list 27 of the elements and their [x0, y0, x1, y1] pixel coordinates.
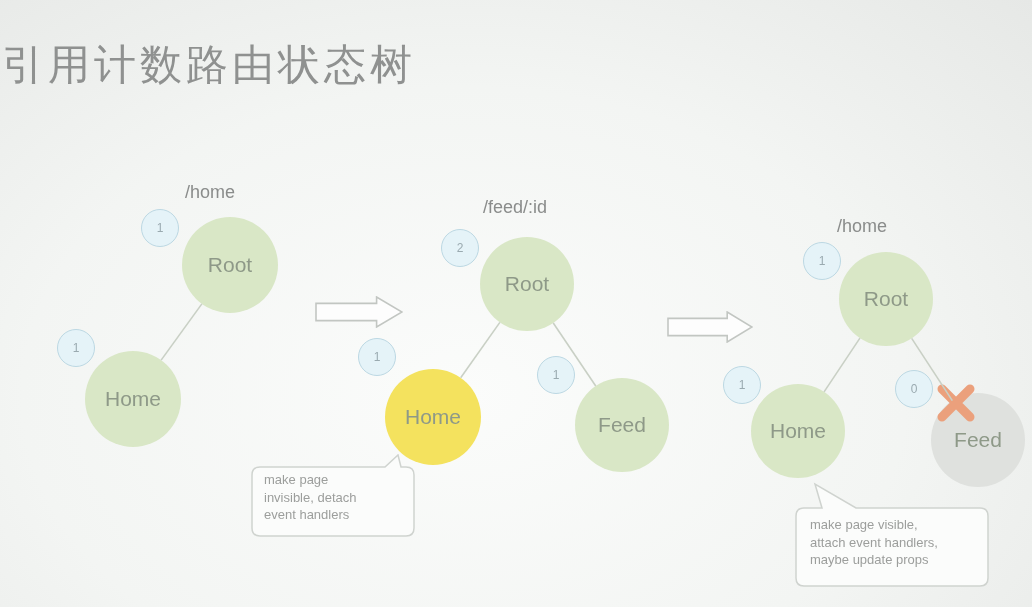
connector-line — [459, 321, 501, 379]
connector-line — [823, 337, 861, 393]
reference-count-circle: 2 — [441, 229, 479, 267]
route-node-circle: Feed — [575, 378, 669, 472]
route-node-circle: Home — [751, 384, 845, 478]
reference-count-circle: 0 — [895, 370, 933, 408]
connector-line — [910, 337, 954, 402]
reference-count-circle: 1 — [537, 356, 575, 394]
route-label: /feed/:id — [483, 198, 547, 218]
reference-count-circle: 1 — [723, 366, 761, 404]
route-node-circle: Root — [182, 217, 278, 313]
route-label: /home — [837, 217, 887, 237]
route-node-circle: Home — [85, 351, 181, 447]
slide-title: 引用计数路由状态树 — [2, 42, 416, 89]
reference-count-circle: 1 — [358, 338, 396, 376]
route-label: /home — [185, 183, 235, 203]
connector-line — [160, 303, 203, 361]
speech-bubble: make page visible, attach event handlers, maybe update props — [794, 482, 990, 588]
route-node-circle: Root — [480, 237, 574, 331]
route-node-circle: Root — [839, 252, 933, 346]
route-node-circle: Home — [385, 369, 481, 465]
route-node-circle: Feed — [931, 393, 1025, 487]
reference-count-circle: 1 — [141, 209, 179, 247]
reference-count-circle: 1 — [57, 329, 95, 367]
reference-count-circle: 1 — [803, 242, 841, 280]
connector-line — [552, 322, 597, 387]
speech-bubble: make page invisible, detach event handlers — [250, 454, 416, 538]
